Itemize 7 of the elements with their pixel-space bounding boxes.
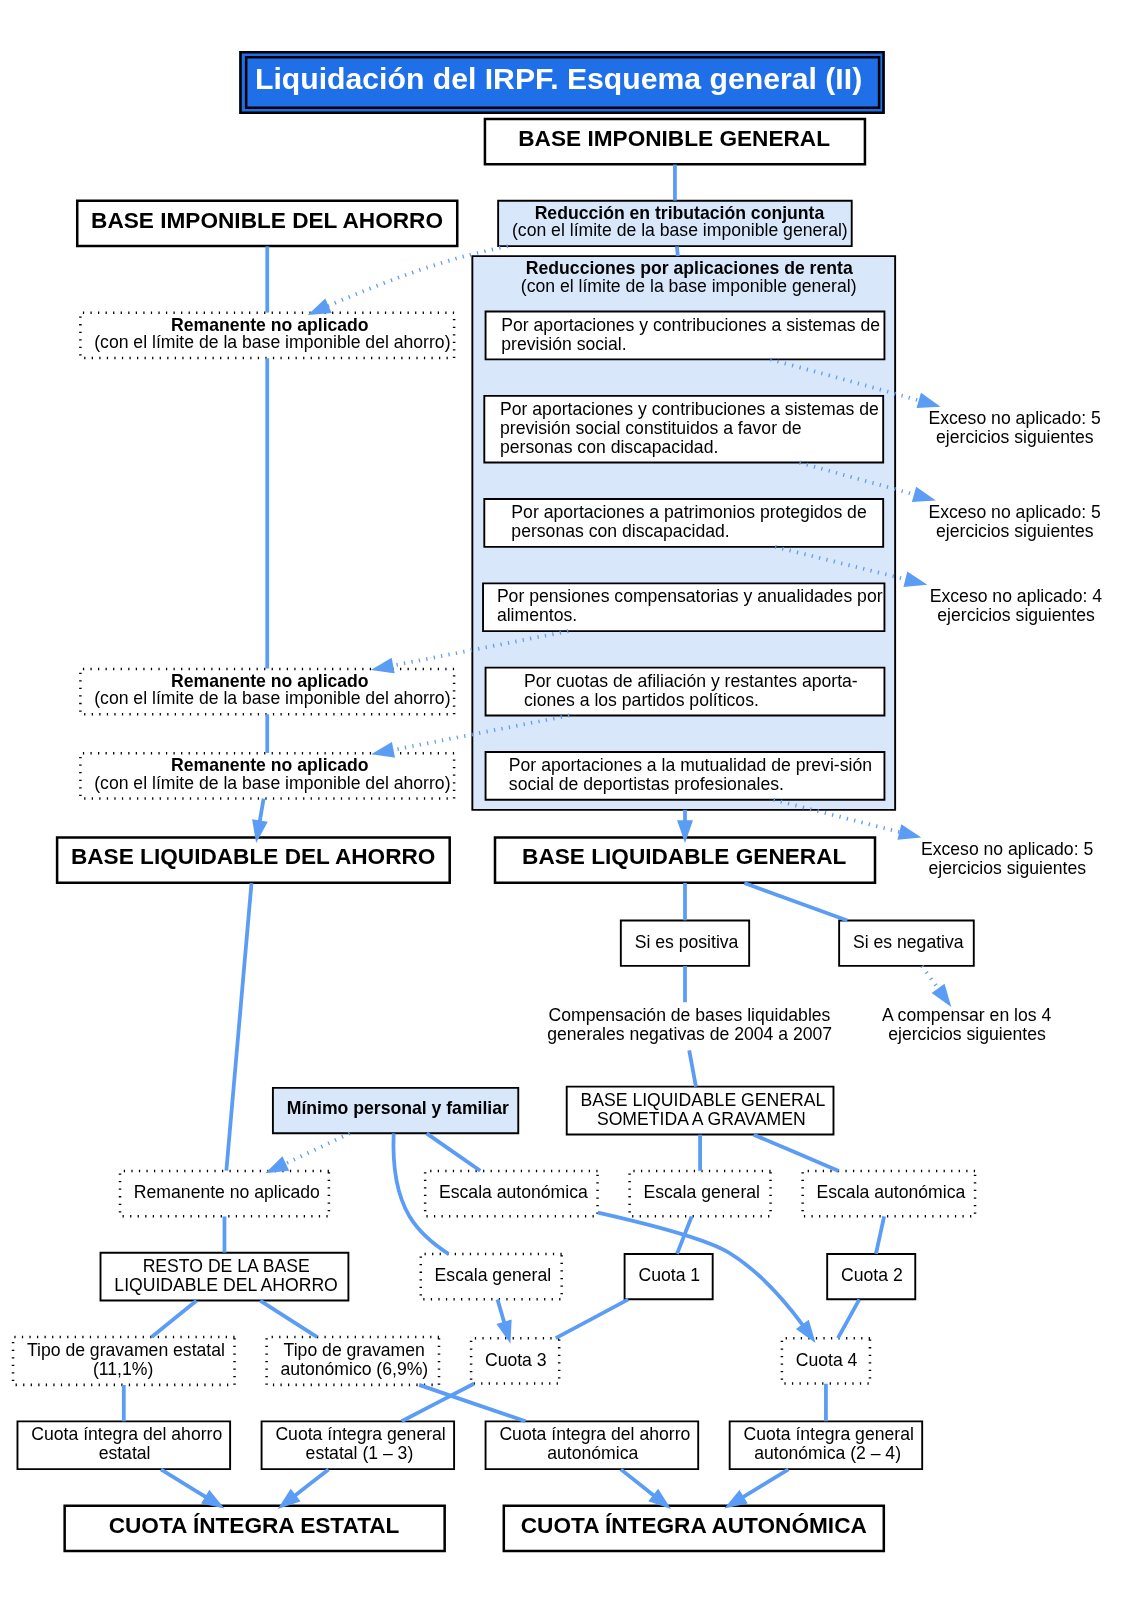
node-text: Exceso no aplicado: 4 ejercicios siguientes xyxy=(929,586,1103,626)
node-text: Compensación de bases liquidables generales negativas de 2004 a 2007 xyxy=(547,1005,833,1045)
node-text: Exceso no aplicado: 5 ejercicios siguientes xyxy=(928,502,1101,542)
node-text: A compensar en los 4 ejercicios siguientes xyxy=(881,1005,1052,1045)
node-text: Exceso no aplicado: 5 ejercicios siguientes xyxy=(920,839,1094,879)
node-text: Exceso no aplicado: 5 ejercicios siguientes xyxy=(928,408,1101,448)
diagram-title: Liquidación del IRPF. Esquema general (II) xyxy=(254,62,863,96)
